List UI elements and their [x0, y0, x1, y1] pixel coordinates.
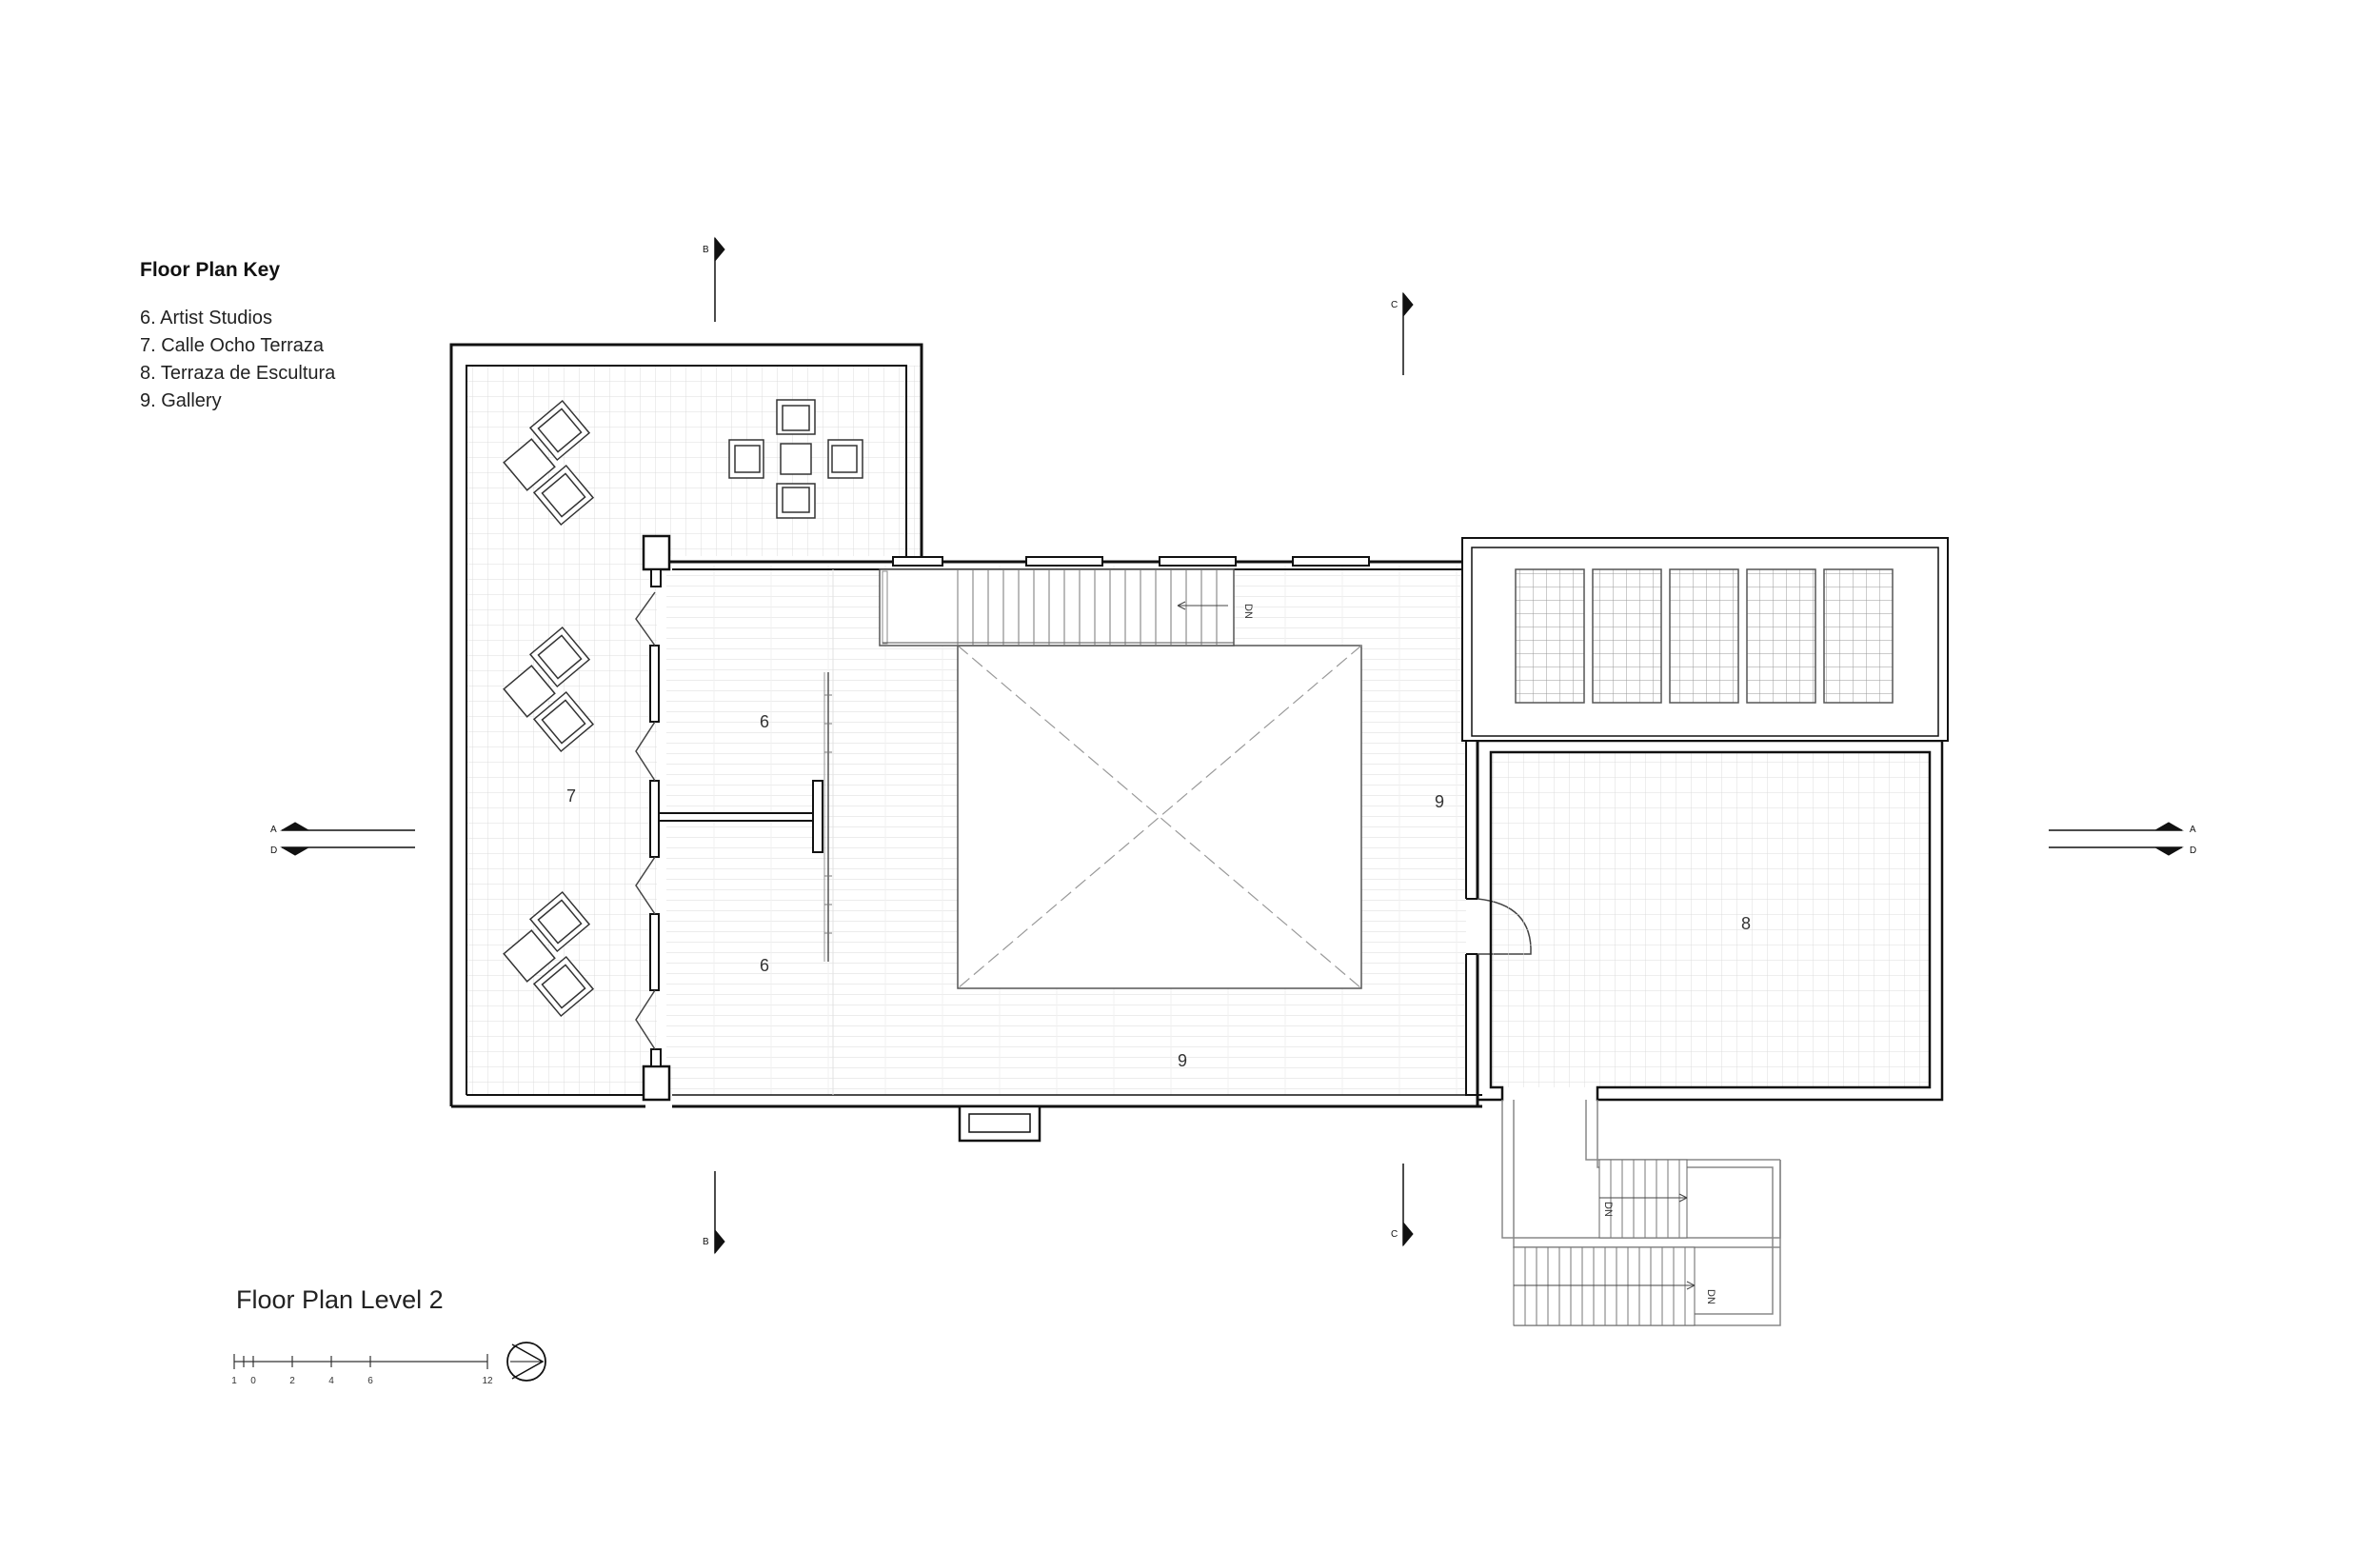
- plan-title: Floor Plan Level 2: [236, 1285, 444, 1314]
- floor-plan-key: Floor Plan Key 6. Artist Studios 7. Call…: [140, 259, 335, 415]
- section-markers: B B C C A D A D: [270, 236, 2196, 1255]
- terrace-sculpture: [1461, 537, 1949, 1102]
- section-marker-c-bottom: C: [1391, 1229, 1398, 1240]
- stair-label-exit-lower: DN: [1705, 1289, 1716, 1304]
- stair-label-exit-upper: DN: [1602, 1202, 1614, 1217]
- main-building: [635, 534, 1532, 1143]
- section-marker-d-left: D: [270, 846, 277, 856]
- key-item-calle-ocho-terraza: 7. Calle Ocho Terraza: [140, 335, 325, 356]
- solar-panels: [1515, 568, 1894, 704]
- scale-tick-6: 6: [367, 1376, 373, 1386]
- key-item-terraza-de-escultura: 8. Terraza de Escultura: [140, 363, 336, 384]
- room-label-studio-lower: 6: [760, 956, 769, 975]
- key-item-artist-studios: 6. Artist Studios: [140, 308, 272, 328]
- room-label-gallery-bottom: 9: [1178, 1051, 1187, 1070]
- scale-tick-12: 12: [482, 1376, 493, 1386]
- scale-tick-0: 0: [250, 1376, 256, 1386]
- section-marker-a-left: A: [270, 825, 277, 835]
- upper-stair: [879, 568, 1235, 647]
- room-label-terrace-7: 7: [566, 786, 576, 806]
- facade-doors: [635, 591, 660, 1050]
- key-item-gallery: 9. Gallery: [140, 390, 222, 411]
- room-label-terrace-8: 8: [1741, 914, 1751, 933]
- scale-tick-4: 4: [328, 1376, 334, 1386]
- section-marker-b-bottom: B: [703, 1237, 709, 1247]
- room-labels: 6 6 7 8 9 9: [566, 712, 1751, 1070]
- room-label-gallery-right: 9: [1435, 792, 1444, 811]
- section-marker-c-top: C: [1391, 300, 1398, 310]
- scale-tick-1: 1: [231, 1376, 237, 1386]
- floor-plan-key-title: Floor Plan Key: [140, 259, 281, 281]
- section-marker-b-top: B: [703, 245, 709, 255]
- section-marker-a-right: A: [2190, 825, 2196, 835]
- room-label-studio-upper: 6: [760, 712, 769, 731]
- stair-labels: DN DN DN: [1242, 604, 1716, 1304]
- stair-label-upper: DN: [1242, 604, 1254, 619]
- exit-stair: [1501, 1100, 1781, 1326]
- north-arrow-icon: [506, 1342, 546, 1382]
- scale-tick-2: 2: [289, 1376, 295, 1386]
- section-marker-d-right: D: [2190, 846, 2196, 856]
- scale-bar: 1 0 2 4 6 12: [231, 1354, 493, 1386]
- lounge-furniture: [503, 399, 863, 1018]
